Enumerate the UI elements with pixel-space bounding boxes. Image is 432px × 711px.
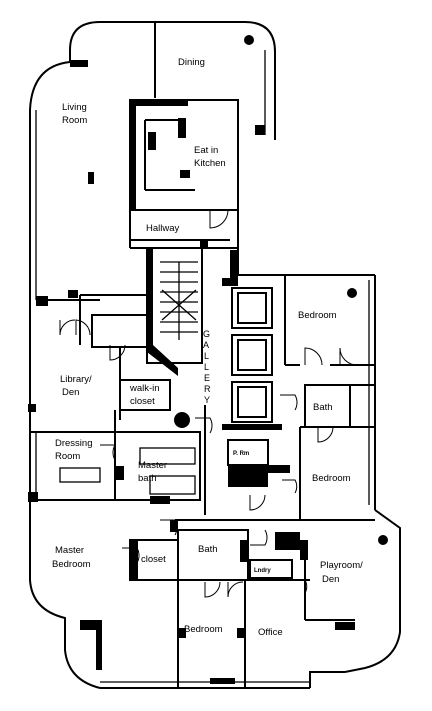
- label-master-bedroom-line1: Master: [55, 545, 84, 556]
- label-dining: Dining: [178, 57, 205, 68]
- label-gallery-e: E: [204, 373, 210, 383]
- label-masterbath-line2: bath: [138, 473, 157, 484]
- label-gallery-y: Y: [204, 395, 210, 405]
- stairs: [160, 261, 198, 340]
- label-gallery-g: G: [203, 329, 210, 339]
- label-gallery-l2: L: [204, 362, 209, 372]
- label-laundry: Lndry: [254, 568, 271, 574]
- label-living-line1: Living: [62, 102, 87, 113]
- label-gallery-l1: L: [204, 351, 209, 361]
- label-closet: closet: [141, 554, 166, 565]
- label-library-line1: Library/: [60, 374, 92, 385]
- label-living-line2: Room: [62, 115, 87, 126]
- label-office: Office: [258, 627, 283, 638]
- label-bedroom-e: Bedroom: [312, 473, 351, 484]
- label-playroom-line1: Playroom/: [320, 560, 363, 571]
- label-bath-e: Bath: [313, 402, 333, 413]
- room-labels: Dining Living Room Eat in Kitchen Hallwa…: [52, 57, 363, 638]
- label-walkin-line2: closet: [130, 396, 155, 407]
- label-kitchen-line1: Eat in: [194, 145, 218, 156]
- label-playroom-line2: Den: [322, 574, 339, 585]
- label-dressing-line1: Dressing: [55, 438, 93, 449]
- label-bedroom-s: Bedroom: [184, 624, 223, 635]
- interior-walls: [30, 99, 375, 688]
- structural-piers: [28, 35, 388, 684]
- label-gallery-a: A: [203, 340, 209, 350]
- label-library-line2: Den: [62, 387, 79, 398]
- label-bedroom-ne: Bedroom: [298, 310, 337, 321]
- label-walkin-line1: walk-in: [129, 383, 160, 394]
- label-masterbath-line1: Master: [138, 460, 167, 471]
- label-kitchen-line2: Kitchen: [194, 158, 226, 169]
- label-gallery-r: R: [204, 384, 211, 394]
- label-master-bedroom-line2: Bedroom: [52, 559, 91, 570]
- label-dressing-line2: Room: [55, 451, 80, 462]
- label-bath-s: Bath: [198, 544, 218, 555]
- label-powder: P. Rm: [233, 451, 249, 457]
- doors: [59, 209, 358, 598]
- label-hallway: Hallway: [146, 223, 180, 234]
